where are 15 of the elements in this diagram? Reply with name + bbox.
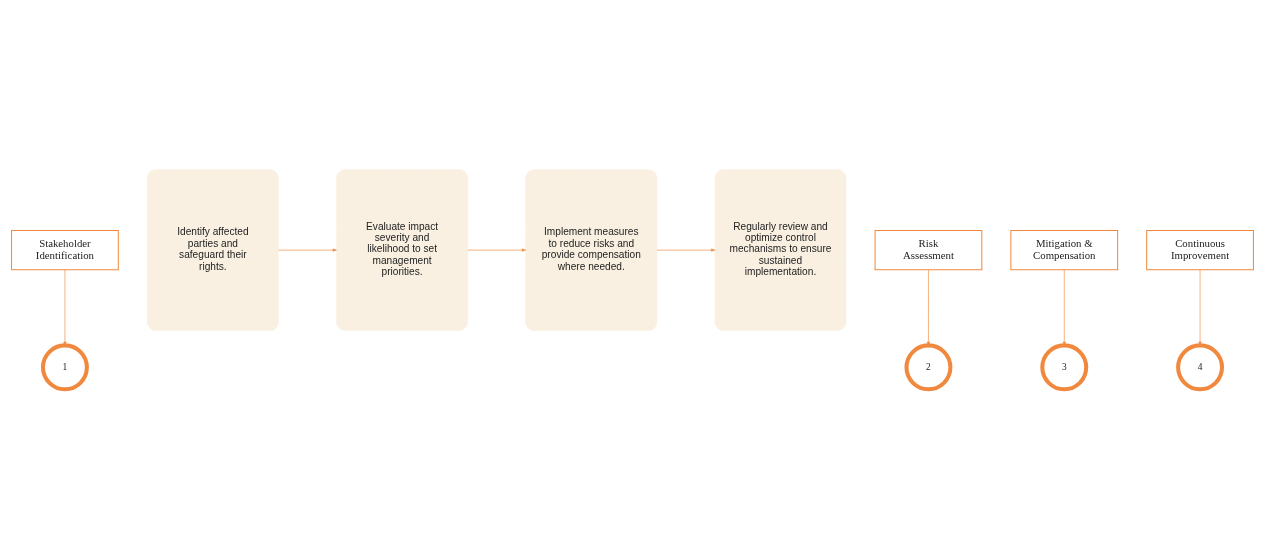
node-box: Continuous Improvement <box>1146 229 1254 270</box>
node-box: Regularly review and optimize control mechanisms to ensure sustained implementation. <box>714 168 847 331</box>
node-box: Stakeholder Identification <box>11 229 119 270</box>
node-box: Mitigation & Compensation <box>1010 229 1119 270</box>
arrow <box>926 269 930 346</box>
arrow <box>656 248 716 252</box>
node-box: Identify affected parties and safeguard their rights. <box>147 168 279 331</box>
arrow <box>1062 269 1066 346</box>
arrow <box>63 269 67 346</box>
arrow <box>467 248 526 252</box>
node-box: Implement measures to reduce risks and provide compensation where needed. <box>525 168 658 331</box>
arrow <box>1198 269 1202 346</box>
node-box: Evaluate impact severity and likelihood to set management priorities. <box>336 168 468 331</box>
arrow <box>278 248 337 252</box>
node-box: Risk Assessment <box>874 229 983 270</box>
